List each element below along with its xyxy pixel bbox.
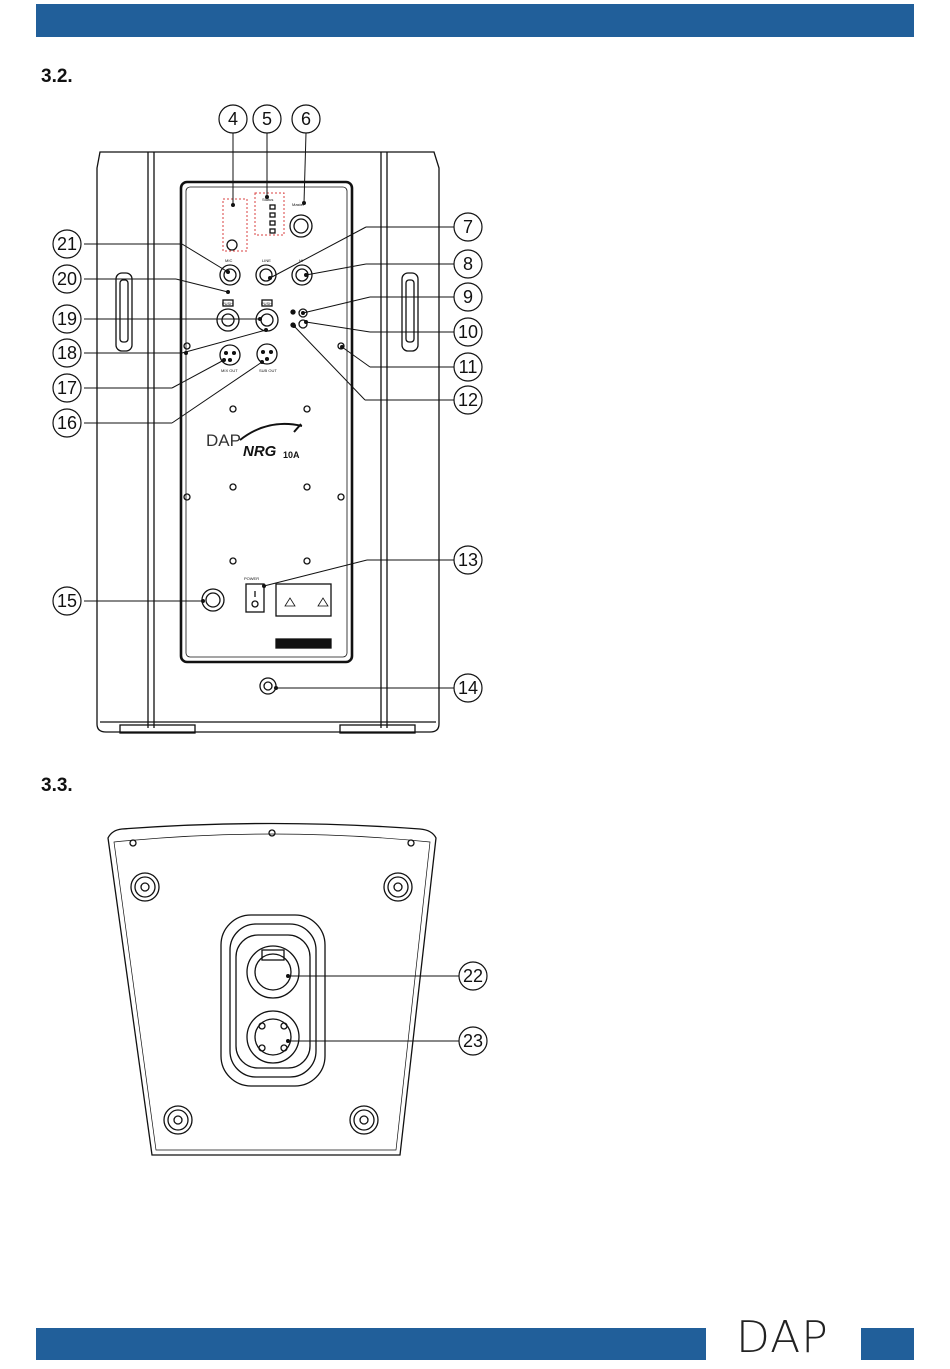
line-gain-knob [256, 265, 276, 285]
footer-bar-left [36, 1328, 706, 1360]
dap-logo: DAP [736, 1316, 829, 1360]
bottom-outline [108, 824, 436, 1156]
callout-9: 9 [463, 287, 473, 307]
callout-23: 23 [463, 1031, 483, 1051]
panel-logo-size: 10A [283, 450, 300, 460]
footer-bar-right [861, 1328, 914, 1360]
hi-knob [292, 265, 312, 285]
tripod-socket [260, 678, 276, 694]
panel-label-push-1: PUSH [222, 301, 233, 306]
panel-label-sub-out: SUB OUT [259, 368, 277, 373]
callout-14: 14 [458, 678, 478, 698]
callout-18: 18 [57, 343, 77, 363]
panel-logo-brand: DAP [206, 431, 241, 450]
callout-4: 4 [228, 109, 238, 129]
amp-panel [181, 182, 352, 662]
panel-label-mix-out: MIX OUT [221, 368, 238, 373]
callout-6: 6 [301, 109, 311, 129]
callout-21: 21 [57, 234, 77, 254]
callout-11: 11 [459, 357, 478, 377]
callout-8: 8 [463, 254, 473, 274]
callout-10: 10 [458, 322, 478, 342]
panel-label-push-2: PUSH [261, 301, 272, 306]
combo-jack-mic [217, 309, 239, 331]
callout-15: 15 [57, 591, 77, 611]
callout-20: 20 [57, 269, 77, 289]
callout-22: 22 [463, 966, 483, 986]
powercon-inlet [202, 589, 224, 611]
panel-label-line: LINE [262, 258, 271, 263]
handle-right [402, 273, 418, 351]
panel-logo-model: NRG [243, 443, 277, 460]
panel-label-mic: MIC [225, 258, 232, 263]
led-box-4 [223, 199, 247, 251]
callout-17: 17 [57, 378, 77, 398]
warning-icon [285, 598, 328, 606]
power-switch [246, 584, 264, 612]
callout-5: 5 [262, 109, 272, 129]
callout-19: 19 [57, 309, 77, 329]
panel-label-power: POWER [244, 576, 259, 581]
callout-7: 7 [463, 217, 473, 237]
mic-gain-knob [220, 265, 240, 285]
callout-16: 16 [57, 413, 77, 433]
bottom-view [108, 824, 436, 1156]
handle-left [116, 273, 132, 351]
callout-13: 13 [458, 550, 478, 570]
callout-12: 12 [458, 390, 478, 410]
master-knob [290, 215, 312, 237]
